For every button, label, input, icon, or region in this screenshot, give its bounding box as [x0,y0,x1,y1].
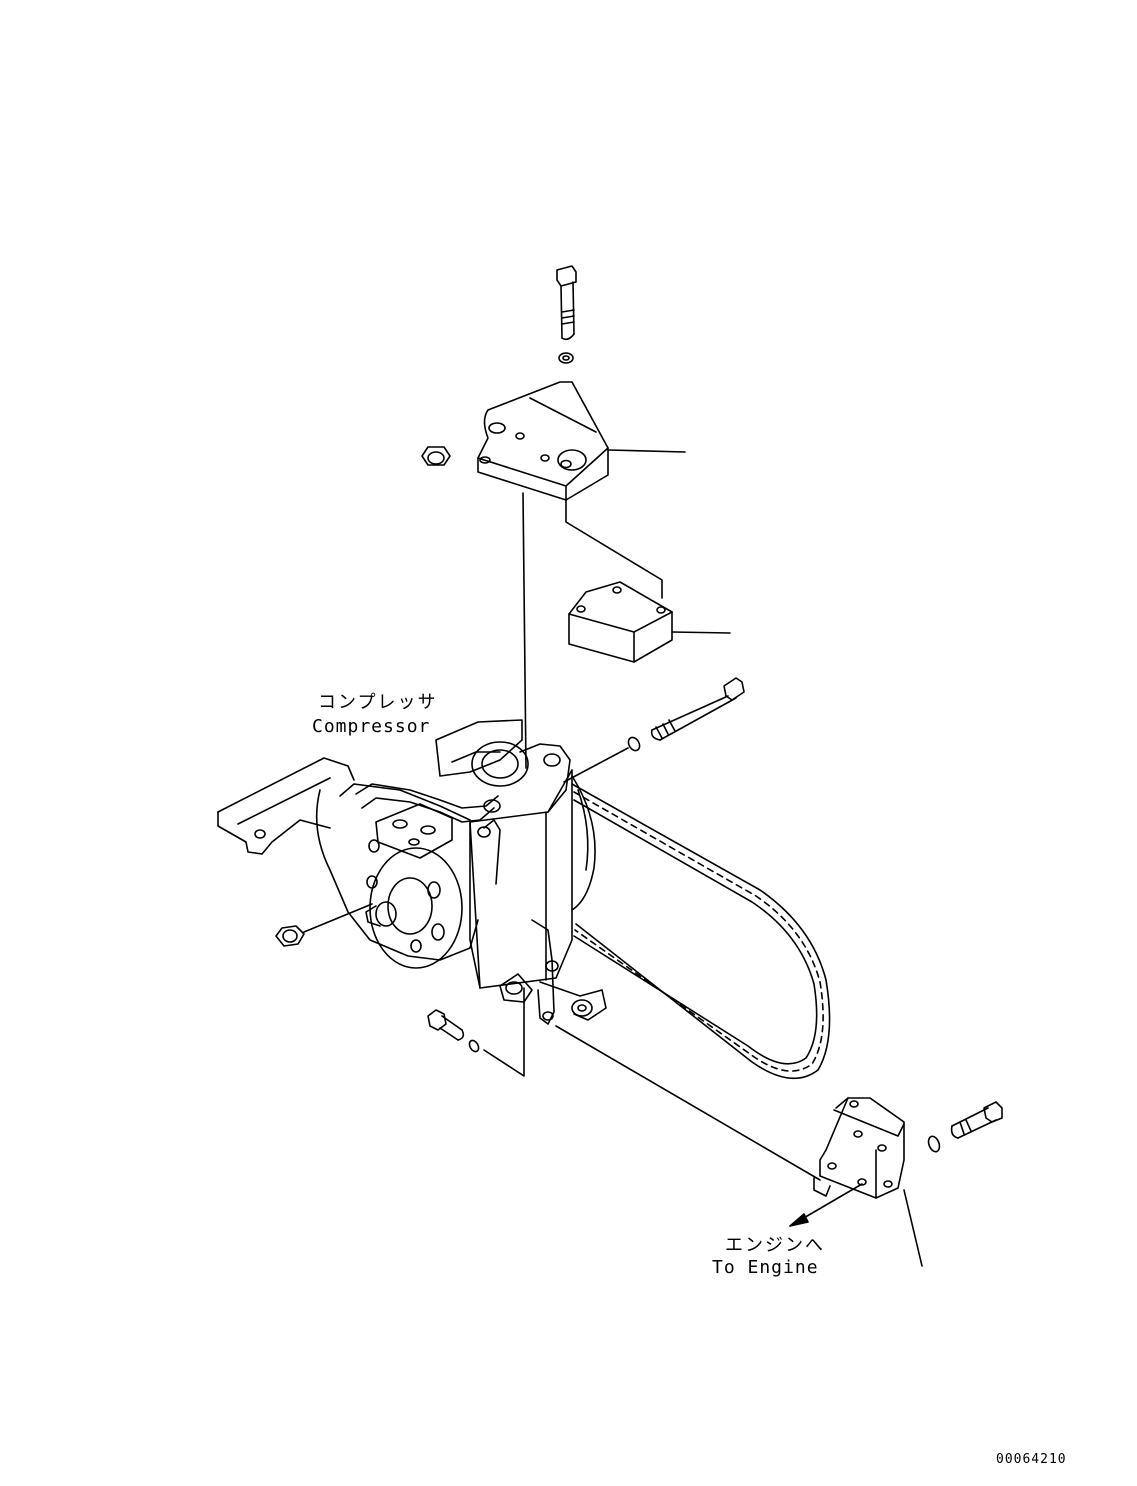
compressor [217,719,607,1025]
lower-bracket [813,1097,923,1267]
drawing-number: 00064210 [996,1452,1067,1467]
compressor-label-jp: コンプレッサ [318,692,438,713]
lower-bolt [427,1009,465,1041]
washer [627,736,641,752]
nut [421,446,451,466]
top-washer [558,352,574,364]
long-bolt [650,677,745,741]
arrow-to-engine [789,1183,863,1227]
engine-label-en: To Engine [712,1257,819,1278]
upper-bracket [477,381,686,501]
left-nut [275,925,305,947]
engine-label-jp: エンジンへ [725,1235,825,1256]
drive-belt [571,783,831,1080]
compressor-label-en: Compressor [312,716,431,737]
side-washer [927,1135,941,1153]
top-bolt [556,265,577,341]
side-bolt [950,1101,1003,1139]
lower-washer [468,1039,480,1053]
spacer-block [568,581,731,663]
